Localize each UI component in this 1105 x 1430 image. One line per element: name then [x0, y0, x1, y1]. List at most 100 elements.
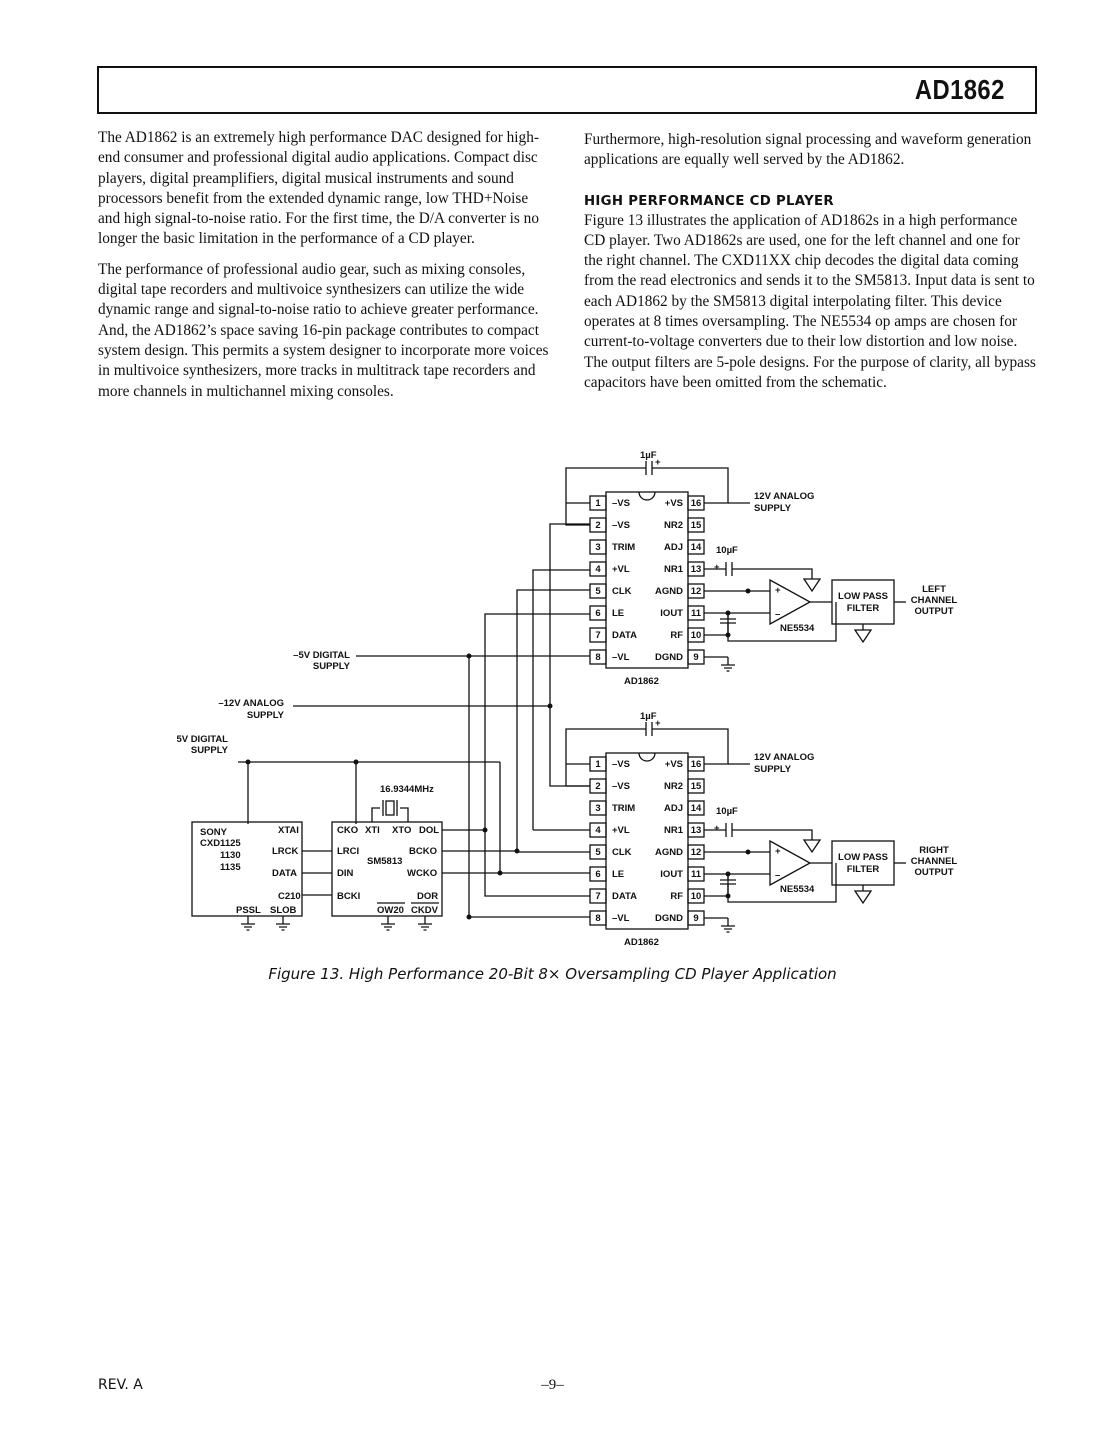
ground-icon [381, 916, 395, 931]
analog-ground-icon [802, 834, 822, 854]
dac-interconnects [468, 523, 590, 918]
cap-plus: + [714, 562, 720, 573]
output-label: CHANNEL [911, 595, 958, 606]
pin-name: –VL [612, 652, 630, 663]
opamp-minus: – [775, 870, 780, 881]
ground-icon [276, 916, 290, 931]
supply-label: 12V ANALOG [754, 752, 814, 763]
neg12v-label: SUPPLY [247, 710, 285, 721]
pin-label: DOR [417, 891, 438, 902]
pin-number: 13 [691, 564, 702, 575]
pin-number: 1 [595, 759, 601, 770]
pin-name: NR1 [664, 564, 684, 575]
ad1862-body [605, 752, 689, 930]
pin-number: 4 [595, 564, 601, 575]
pin-number: 9 [693, 652, 698, 663]
pin-number: 1 [595, 498, 601, 509]
capacitor-icon [645, 461, 653, 475]
pin-number: 3 [595, 803, 600, 814]
pin-name: –VS [612, 520, 630, 531]
opamp-icon [769, 578, 812, 626]
pin-number: 8 [595, 652, 600, 663]
pin-number: 5 [595, 586, 601, 597]
left-column: The AD1862 is an extremely high performa… [98, 128, 553, 412]
cap-label: 10µF [716, 806, 738, 817]
pin-number: 10 [691, 891, 702, 902]
sony-cxd-chip [191, 821, 303, 917]
opamp-plus: + [775, 585, 781, 596]
pin-name: DGND [655, 652, 683, 663]
low-pass-filter [831, 579, 895, 625]
pin-label: XTAI [278, 825, 299, 836]
pin-name: TRIM [612, 803, 635, 814]
pin-name: LE [612, 869, 624, 880]
pin-name: +VS [665, 498, 683, 509]
pin-name: DATA [612, 891, 637, 902]
pin-label: LRCK [272, 846, 299, 857]
pin-number: 4 [595, 825, 601, 836]
right-column: Furthermore, high-resolution signal proc… [584, 130, 1040, 403]
pin-number: 11 [691, 608, 702, 619]
output-label: CHANNEL [911, 856, 958, 867]
paragraph: Furthermore, high-resolution signal proc… [584, 131, 1032, 169]
lpf-label: FILTER [847, 864, 880, 875]
ad1862-body [605, 491, 689, 669]
sony-label: 1135 [220, 862, 241, 873]
pin-number: 15 [691, 520, 702, 531]
revision: REV. A [98, 1377, 143, 1393]
analog-ground-icon [802, 573, 822, 593]
pin-number: 6 [595, 869, 600, 880]
pin-number: 12 [691, 847, 702, 858]
pin-label: LRCI [337, 846, 359, 857]
pin-number: 16 [691, 498, 702, 509]
paragraph: The AD1862 is an extremely high performa… [98, 129, 539, 248]
neg5v-label: –5V DIGITAL [293, 650, 350, 661]
ground-icon [418, 916, 432, 931]
pos5v-label: 5V DIGITAL [176, 734, 228, 745]
opamp-plus: + [775, 846, 781, 857]
crystal-label: 16.9344MHz [380, 784, 434, 795]
header-box: AD1862 [97, 66, 1037, 114]
pin-label: C210 [278, 891, 301, 902]
pin-name: DATA [612, 630, 637, 641]
pin-number: 9 [693, 913, 698, 924]
pin-name: DGND [655, 913, 683, 924]
cap-plus: + [714, 823, 720, 834]
pin-label: OW20 [377, 905, 404, 916]
pin-name: +VS [665, 759, 683, 770]
ad1862-label: AD1862 [624, 676, 659, 687]
output-label: OUTPUT [914, 867, 953, 878]
pin-name: –VS [612, 498, 630, 509]
pin-number: 5 [595, 847, 601, 858]
pin-label: SLOB [270, 905, 297, 916]
page-number: –9– [541, 1377, 564, 1393]
lpf-label: LOW PASS [838, 591, 888, 602]
sony-label: CXD1125 [200, 838, 241, 849]
sm5813-chip [331, 821, 443, 917]
pin-name: CLK [612, 586, 632, 597]
pin-number: 14 [691, 542, 702, 553]
supply-label: 12V ANALOG [754, 491, 814, 502]
pin-name: RF [670, 630, 683, 641]
pin-name: IOUT [660, 869, 683, 880]
pin-label: DATA [272, 868, 297, 879]
pin-name: AGND [655, 847, 683, 858]
pin-label: DIN [337, 868, 354, 879]
sony-label: 1130 [220, 850, 241, 861]
pin-number: 14 [691, 803, 702, 814]
crystal-symbol [371, 800, 409, 822]
sony-label: SONY [200, 827, 228, 838]
output-label: OUTPUT [914, 606, 953, 617]
pin-label: WCKO [407, 868, 437, 879]
pin-number: 11 [691, 869, 702, 880]
pin-name: +VL [612, 825, 630, 836]
pin-label: XTO [392, 825, 411, 836]
pin-number: 7 [595, 891, 600, 902]
sm5813-label: SM5813 [367, 856, 402, 867]
low-pass-filter [831, 840, 895, 886]
ground-icon [721, 918, 735, 933]
pin-number: 8 [595, 913, 600, 924]
pin-name: ADJ [664, 803, 683, 814]
pin-name: AGND [655, 586, 683, 597]
